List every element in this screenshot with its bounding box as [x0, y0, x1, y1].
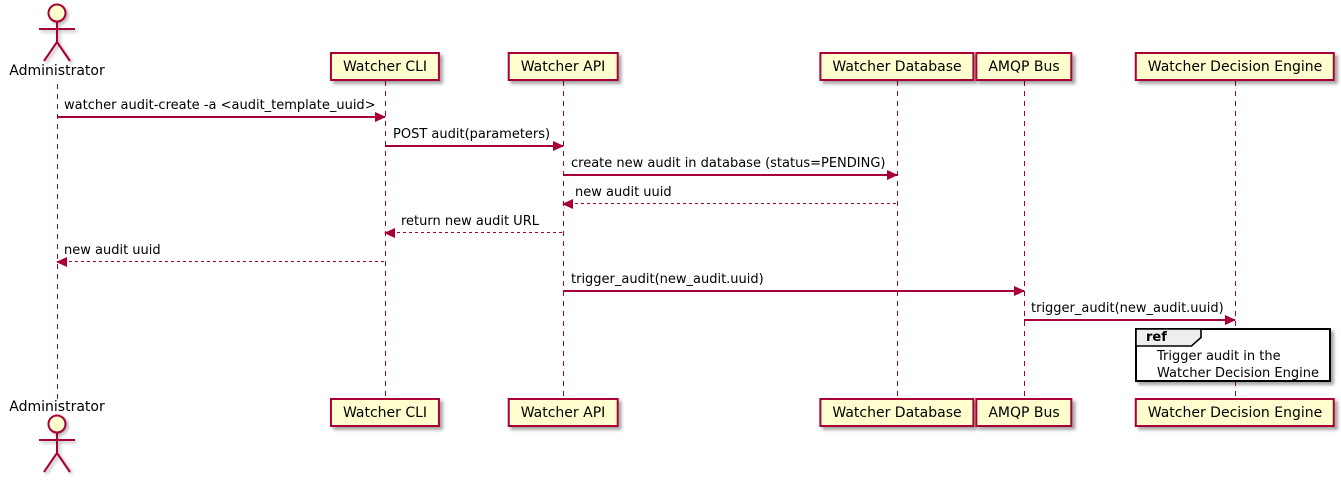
participant-label: Watcher CLI [342, 404, 428, 421]
message-label: return new audit URL [401, 214, 539, 229]
message-line [385, 232, 563, 234]
ref-tab-shape-icon [1135, 328, 1202, 347]
participant-amqp-bus-bottom: AMQP Bus [975, 398, 1073, 427]
message-label: trigger_audit(new_audit.uuid) [571, 272, 764, 287]
arrowhead-icon [384, 227, 395, 238]
arrowhead-icon [562, 198, 573, 209]
ref-text-line: Watcher Decision Engine [1157, 366, 1319, 381]
lifeline-watcher-decision-engine [1234, 81, 1236, 398]
participant-label: Watcher Decision Engine [1147, 404, 1323, 421]
message-label: new audit uuid [64, 243, 161, 258]
participant-label: AMQP Bus [988, 58, 1060, 75]
participant-label: Watcher API [520, 58, 606, 75]
message-line [385, 145, 563, 147]
message-line [1024, 319, 1235, 321]
ref-tab: ref [1135, 328, 1202, 347]
lifeline-watcher-api [562, 81, 564, 398]
arrowhead-icon [887, 169, 898, 180]
participant-watcher-decision-engine-bottom: Watcher Decision Engine [1134, 398, 1336, 427]
message-line [563, 203, 897, 205]
participant-amqp-bus-top: AMQP Bus [975, 52, 1073, 81]
ref-fragment: ref Trigger audit in the Watcher Decisio… [1135, 328, 1331, 382]
participant-label: Watcher Database [832, 58, 962, 75]
arrowhead-icon [1225, 314, 1236, 325]
lifeline-watcher-cli [384, 81, 386, 398]
lifeline-amqp-bus [1023, 81, 1025, 398]
participant-watcher-api-top: Watcher API [507, 52, 619, 81]
message-label: watcher audit-create -a <audit_template_… [64, 98, 376, 113]
arrowhead-icon [1014, 285, 1025, 296]
actor-icon [39, 414, 75, 473]
ref-body: Trigger audit in the Watcher Decision En… [1137, 348, 1329, 382]
message-label: create new audit in database (status=PEN… [571, 156, 886, 171]
arrowhead-icon [553, 140, 564, 151]
arrowhead-icon [56, 256, 67, 267]
participant-watcher-cli-top: Watcher CLI [329, 52, 441, 81]
message-line [563, 290, 1024, 292]
participant-label: Watcher Decision Engine [1147, 58, 1323, 75]
actor-label-top: Administrator [9, 63, 105, 79]
participant-watcher-database-top: Watcher Database [819, 52, 975, 81]
message-label: trigger_audit(new_audit.uuid) [1031, 301, 1224, 316]
actor-label-bottom: Administrator [9, 399, 105, 415]
lifeline-administrator [56, 84, 58, 399]
participant-label: Watcher CLI [342, 58, 428, 75]
message-label: POST audit(parameters) [393, 127, 551, 142]
arrowhead-icon [375, 111, 386, 122]
participant-watcher-api-bottom: Watcher API [507, 398, 619, 427]
participant-watcher-decision-engine-top: Watcher Decision Engine [1134, 52, 1336, 81]
message-line [57, 261, 385, 263]
message-line [57, 116, 385, 118]
actor-icon [39, 3, 75, 62]
participant-label: AMQP Bus [988, 404, 1060, 421]
ref-keyword: ref [1146, 330, 1167, 345]
lifeline-watcher-database [896, 81, 898, 398]
participant-watcher-cli-bottom: Watcher CLI [329, 398, 441, 427]
participant-label: Watcher Database [832, 404, 962, 421]
message-label: new audit uuid [575, 185, 672, 200]
message-line [563, 174, 897, 176]
participant-label: Watcher API [520, 404, 606, 421]
participant-watcher-database-bottom: Watcher Database [819, 398, 975, 427]
ref-text-line: Trigger audit in the [1157, 349, 1281, 364]
